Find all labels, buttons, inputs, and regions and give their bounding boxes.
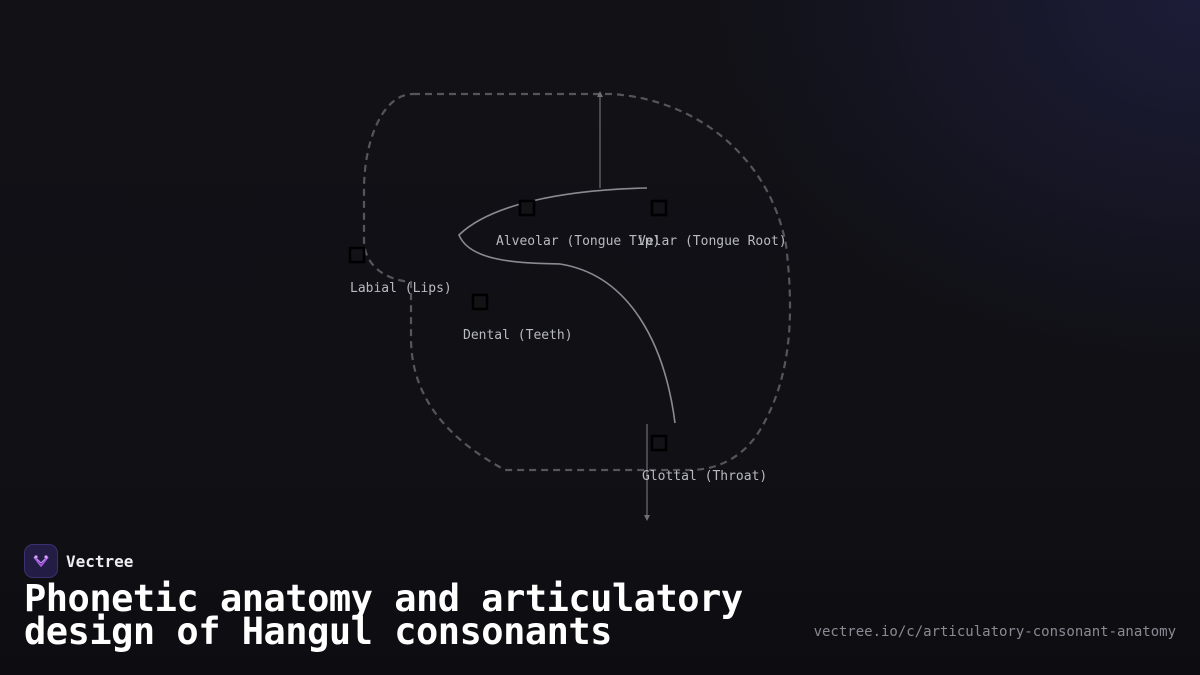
brand-name: Vectree [66, 551, 134, 571]
node-labial-marker [348, 246, 366, 264]
vectree-logo-icon [24, 544, 58, 578]
node-alveolar[interactable]: Alveolar (Tongue Tip) [496, 199, 660, 249]
arrow-up-icon [597, 91, 603, 97]
page-title: Phonetic anatomy and articulatory design… [24, 577, 743, 653]
source-url[interactable]: vectree.io/c/articulatory-consonant-anat… [813, 624, 1176, 640]
node-dental-label: Dental (Teeth) [463, 328, 573, 343]
node-velar-label: Velar (Tongue Root) [638, 234, 787, 249]
node-glottal-label: Glottal (Throat) [642, 469, 767, 484]
node-labial-label: Labial (Lips) [350, 281, 452, 296]
node-glottal[interactable]: Glottal (Throat) [642, 434, 767, 484]
tongue-curve [458, 187, 676, 424]
arrow-down-icon [644, 515, 650, 521]
node-dental-marker [471, 293, 489, 311]
brand[interactable]: Vectree [24, 544, 133, 578]
node-velar-marker [650, 199, 668, 217]
node-alveolar-label: Alveolar (Tongue Tip) [496, 234, 660, 249]
vocal-tract-outline [362, 92, 792, 472]
node-velar[interactable]: Velar (Tongue Root) [638, 199, 787, 249]
node-glottal-marker [650, 434, 668, 452]
node-dental[interactable]: Dental (Teeth) [463, 293, 573, 343]
node-labial[interactable]: Labial (Lips) [348, 246, 452, 296]
node-alveolar-marker [518, 199, 536, 217]
